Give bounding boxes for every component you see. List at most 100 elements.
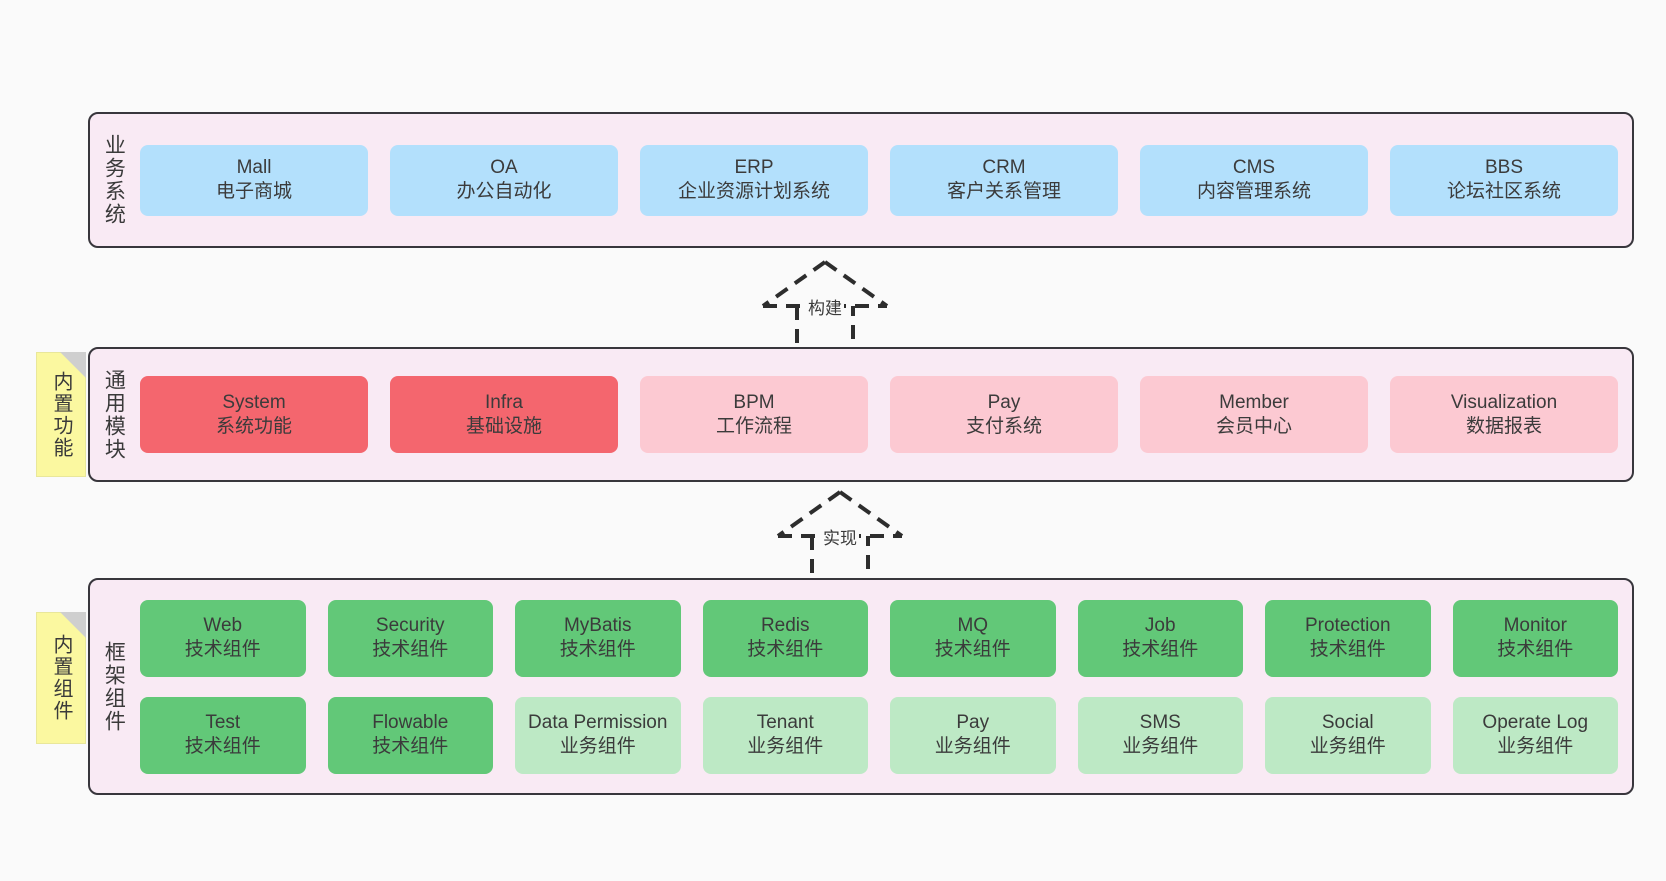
component-name: MQ — [957, 615, 989, 637]
component-description: 技术组件 — [747, 639, 824, 660]
component-description: 会员中心 — [1215, 415, 1292, 437]
layer-title-framework-components: 框架组件 — [102, 640, 126, 733]
component-description: 客户关系管理 — [946, 181, 1061, 202]
component-description: 技术组件 — [1122, 639, 1199, 660]
component-name: Data Permission — [528, 712, 668, 734]
component-description: 技术组件 — [1309, 639, 1386, 660]
component-description: 数据报表 — [1465, 415, 1542, 437]
component-description: 业务组件 — [934, 736, 1011, 757]
layer-title-common-modules: 通用模块 — [102, 368, 126, 461]
component-name: Test — [205, 712, 241, 734]
component-description: 业务组件 — [559, 736, 636, 757]
component-description: 技术组件 — [184, 736, 261, 757]
component-description: 电子商城 — [215, 181, 292, 202]
component-name: Web — [203, 615, 243, 637]
component-name: Tenant — [756, 712, 814, 734]
component-description: 内容管理系统 — [1196, 181, 1311, 202]
component-description: 业务组件 — [1122, 736, 1199, 757]
component-name: Mall — [236, 157, 272, 179]
generalization-arrow-realize: 实现 — [750, 488, 930, 588]
component-description: 技术组件 — [372, 639, 449, 660]
component-name: Infra — [484, 391, 524, 413]
arrow-label-build: 构建 — [806, 294, 844, 319]
component-name: BPM — [733, 391, 775, 413]
component-name: Social — [1321, 712, 1374, 734]
component-name: CRM — [982, 157, 1026, 179]
component-description: 技术组件 — [559, 639, 636, 660]
component-description: 支付系统 — [965, 415, 1042, 437]
component-name: Member — [1219, 391, 1289, 413]
component-description: 技术组件 — [934, 639, 1011, 660]
component-name: Redis — [760, 615, 810, 637]
sticky-note-builtin-features: 内置功能 — [36, 352, 86, 477]
component-name: Monitor — [1503, 615, 1567, 637]
component-description: 业务组件 — [1497, 736, 1574, 757]
component-name: MyBatis — [563, 615, 632, 637]
generalization-arrow-build: 构建 — [735, 258, 915, 358]
sticky-note-builtin-components: 内置组件 — [36, 612, 86, 744]
component-description: 企业资源计划系统 — [677, 181, 830, 202]
component-name: BBS — [1484, 157, 1524, 179]
component-description: 系统功能 — [215, 415, 292, 437]
arrow-label-realize: 实现 — [821, 524, 859, 549]
component-name: Pay — [987, 391, 1021, 413]
layer-title-business-systems: 业务系统 — [102, 134, 126, 226]
component-description: 技术组件 — [372, 736, 449, 757]
component-name: Operate Log — [1482, 712, 1589, 734]
component-name: CMS — [1232, 157, 1276, 179]
component-description: 业务组件 — [1309, 736, 1386, 757]
component-description: 技术组件 — [184, 639, 261, 660]
component-name: Visualization — [1450, 391, 1558, 413]
component-name: ERP — [734, 157, 774, 179]
component-name: OA — [490, 157, 518, 179]
component-name: Flowable — [372, 712, 449, 734]
component-name: System — [222, 391, 286, 413]
component-name: Job — [1144, 615, 1176, 637]
component-description: 工作流程 — [715, 415, 792, 437]
component-name: Protection — [1304, 615, 1391, 637]
component-name: Security — [375, 615, 445, 637]
component-name: Pay — [956, 712, 990, 734]
component-description: 基础设施 — [465, 415, 542, 437]
component-name: SMS — [1139, 712, 1181, 734]
